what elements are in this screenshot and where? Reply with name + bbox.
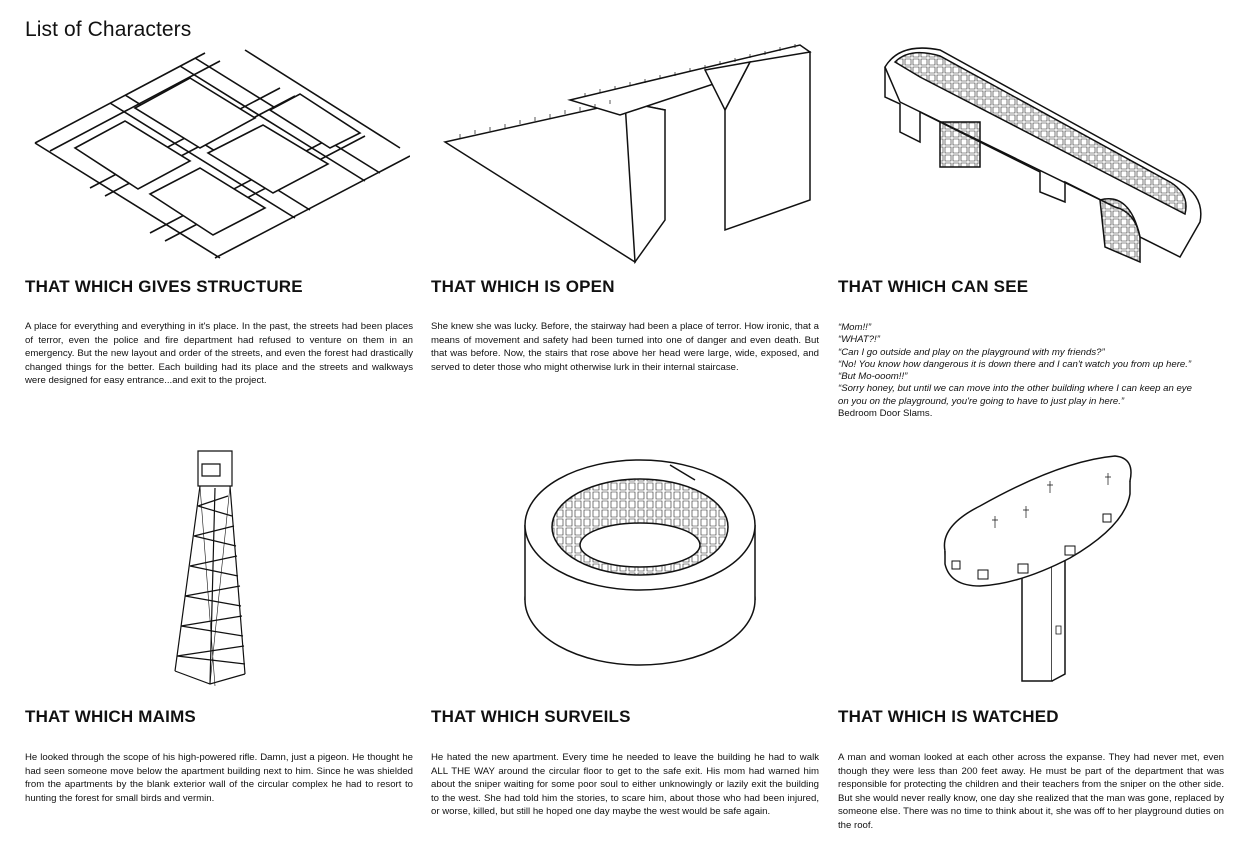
card-maims: THAT WHICH MAIMS He looked through the s… (0, 430, 413, 855)
card-title: THAT WHICH GIVES STRUCTURE (25, 277, 303, 296)
card-description: A place for everything and everything in… (25, 321, 413, 386)
card-gives-structure: THAT WHICH GIVES STRUCTURE A place for e… (0, 0, 413, 420)
circular-complex-illustration (520, 455, 760, 670)
card-title: THAT WHICH IS OPEN (431, 277, 615, 296)
dialogue-line: “No! You know how dangerous it is down t… (838, 358, 1192, 370)
card-title: THAT WHICH CAN SEE (838, 277, 1029, 296)
page-title: List of Characters (25, 18, 192, 41)
lattice-tower-illustration (170, 446, 250, 686)
card-is-open: THAT WHICH IS OPEN She knew she was luck… (410, 0, 820, 420)
dialogue-line: “WHAT?!” (838, 334, 880, 346)
card-title: THAT WHICH SURVEILS (431, 707, 631, 726)
dialogue-line: “Can I go outside and play on the playgr… (838, 346, 1105, 358)
card-description: He looked through the scope of his high-… (25, 752, 413, 804)
street-grid-drawing (30, 48, 410, 263)
card-is-watched: THAT WHICH IS WATCHED A man and woman lo… (820, 430, 1250, 855)
card-description: A man and woman looked at each other acr… (838, 752, 1224, 831)
stair-wedge-illustration (440, 40, 820, 265)
circular-complex-drawing (520, 455, 760, 670)
dialogue-line: “Sorry honey, but until we can move into… (838, 383, 1192, 395)
dialogue-block: “Mom!!” “WHAT?!” “Can I go outside and p… (838, 322, 1230, 420)
arched-bar-building-illustration (880, 42, 1210, 267)
elevated-rooftop-playground-drawing (940, 446, 1140, 686)
dialogue-closing: Bedroom Door Slams. (838, 408, 933, 420)
card-surveils: THAT WHICH SURVEILS He hated the new apa… (410, 430, 820, 855)
card-title: THAT WHICH IS WATCHED (838, 707, 1059, 726)
card-can-see: THAT WHICH CAN SEE “Mom!!” “WHAT?!” “Can… (820, 0, 1250, 430)
street-grid-illustration (30, 48, 410, 263)
card-title: THAT WHICH MAIMS (25, 707, 196, 726)
elevated-rooftop-playground-illustration (940, 446, 1140, 686)
dialogue-line: on you on the playground, you're going t… (838, 395, 1125, 407)
lattice-tower-drawing (170, 446, 250, 686)
card-description: She knew she was lucky. Before, the stai… (431, 321, 819, 373)
dialogue-line: “Mom!!” (838, 322, 872, 333)
dialogue-line: “But Mo-ooom!!” (838, 371, 908, 383)
arched-bar-building-drawing (880, 42, 1210, 267)
stair-wedge-drawing (440, 44, 820, 265)
card-description: He hated the new apartment. Every time h… (431, 752, 819, 817)
